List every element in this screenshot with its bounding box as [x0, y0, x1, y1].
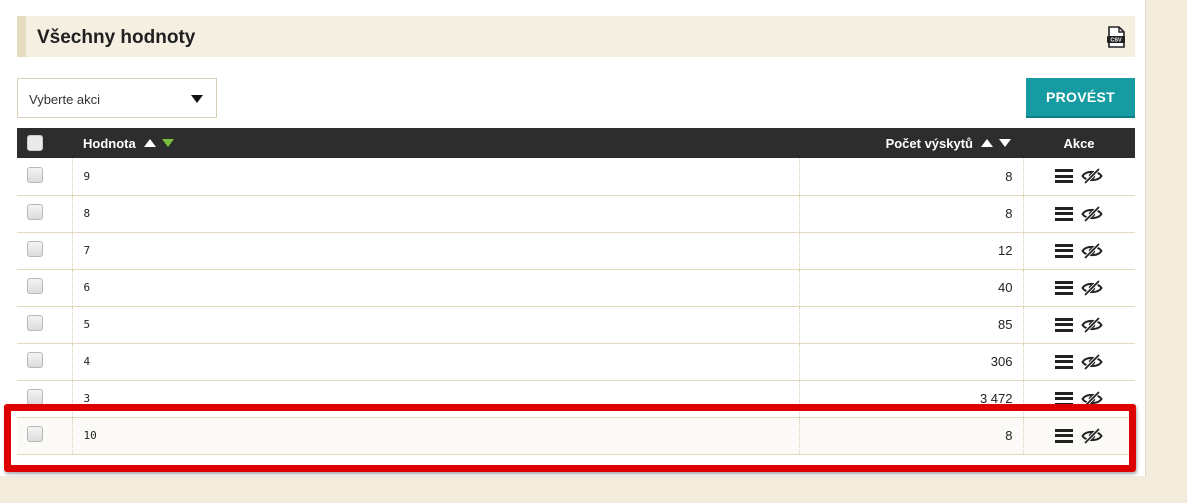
row-count: 40: [798, 269, 1023, 307]
run-action-button[interactable]: PROVÉST: [1026, 78, 1135, 118]
hamburger-menu-icon[interactable]: [1055, 243, 1074, 258]
row-value: 4: [71, 343, 799, 381]
table-row: 9 8: [17, 158, 1135, 196]
row-checkbox[interactable]: [27, 166, 43, 183]
sort-asc-icon[interactable]: [143, 139, 156, 147]
hamburger-menu-icon[interactable]: [1055, 391, 1074, 406]
row-checkbox[interactable]: [27, 352, 43, 368]
row-count: 8: [798, 195, 1023, 233]
hamburger-menu-icon[interactable]: [1055, 169, 1074, 184]
row-count: 8: [798, 417, 1023, 455]
table-row: 5 85: [17, 306, 1135, 344]
action-select[interactable]: Vyberte akci: [17, 78, 217, 118]
hamburger-menu-icon[interactable]: [1055, 206, 1074, 221]
eye-slash-icon[interactable]: [1081, 390, 1103, 407]
table-header-row: Hodnota Počet výskytů Akce: [17, 128, 1135, 158]
column-header-value[interactable]: Hodnota: [83, 135, 136, 151]
eye-slash-icon[interactable]: [1081, 427, 1103, 444]
table-row: 10 8: [17, 417, 1135, 455]
row-count: 3 472: [798, 380, 1023, 418]
row-value: 9: [71, 158, 799, 196]
content-panel: Všechny hodnoty CSV Vyberte akci PROVÉST…: [0, 0, 1146, 476]
row-value: 3: [71, 380, 799, 418]
row-value: 6: [71, 269, 799, 307]
row-value: 7: [71, 232, 799, 270]
table-row: 7 12: [17, 232, 1135, 270]
hamburger-menu-icon[interactable]: [1055, 280, 1074, 295]
row-value: 10: [71, 417, 799, 455]
values-table: Hodnota Počet výskytů Akce 9 8: [17, 128, 1135, 455]
eye-slash-icon[interactable]: [1081, 316, 1103, 333]
sort-desc-icon[interactable]: [999, 139, 1011, 147]
svg-text:CSV: CSV: [1110, 38, 1122, 44]
column-header-count[interactable]: Počet výskytů: [885, 135, 973, 151]
eye-slash-icon[interactable]: [1081, 242, 1103, 259]
row-checkbox[interactable]: [27, 426, 43, 442]
row-value: 5: [71, 306, 799, 344]
row-count: 306: [798, 343, 1023, 381]
eye-slash-icon[interactable]: [1081, 205, 1103, 222]
column-header-actions: Akce: [1063, 135, 1095, 151]
row-count: 85: [798, 306, 1023, 344]
row-checkbox[interactable]: [27, 315, 43, 331]
page-title: Všechny hodnoty: [37, 27, 196, 48]
row-value: 8: [71, 195, 799, 233]
csv-export-icon[interactable]: CSV: [1106, 26, 1126, 48]
table-row: 6 40: [17, 269, 1135, 307]
row-checkbox[interactable]: [27, 389, 43, 405]
chevron-down-icon: [191, 95, 203, 103]
action-select-value: Vyberte akci: [29, 92, 101, 107]
select-all-checkbox[interactable]: [27, 135, 43, 151]
table-row: 8 8: [17, 195, 1135, 233]
eye-slash-icon[interactable]: [1081, 353, 1103, 370]
row-count: 8: [798, 158, 1023, 196]
sort-asc-icon[interactable]: [981, 139, 993, 147]
hamburger-menu-icon[interactable]: [1055, 428, 1074, 443]
section-header: Všechny hodnoty CSV: [17, 16, 1135, 57]
row-count: 12: [798, 232, 1023, 270]
sort-desc-icon-active[interactable]: [161, 139, 174, 147]
hamburger-menu-icon[interactable]: [1055, 317, 1074, 332]
table-row: 3 3 472: [17, 380, 1135, 418]
table-row: 4 306: [17, 343, 1135, 381]
row-checkbox[interactable]: [27, 241, 43, 257]
eye-slash-icon[interactable]: [1081, 168, 1103, 185]
eye-slash-icon[interactable]: [1081, 279, 1103, 296]
row-checkbox[interactable]: [27, 278, 43, 294]
hamburger-menu-icon[interactable]: [1055, 354, 1074, 369]
row-checkbox[interactable]: [27, 204, 43, 220]
